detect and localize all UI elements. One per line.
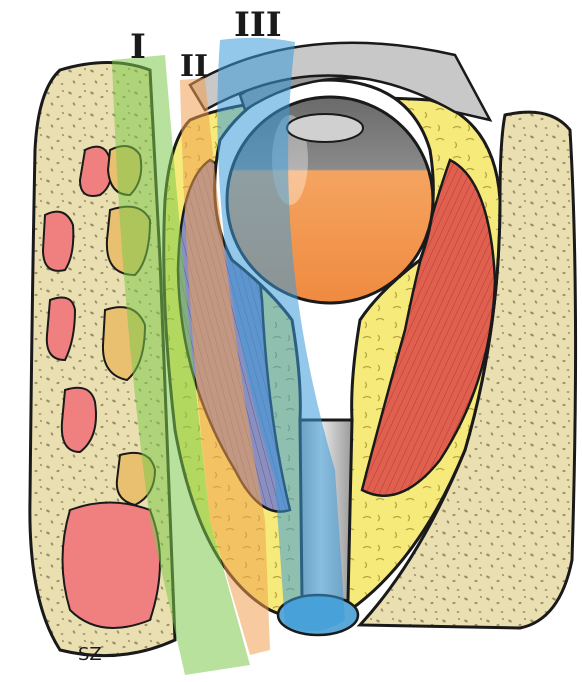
- artist-signature: SZ: [78, 644, 102, 665]
- zone-label-II: II: [180, 49, 208, 84]
- zone-label-III: III: [234, 5, 282, 45]
- lens: [287, 114, 363, 142]
- zone-label-I: I: [130, 27, 146, 67]
